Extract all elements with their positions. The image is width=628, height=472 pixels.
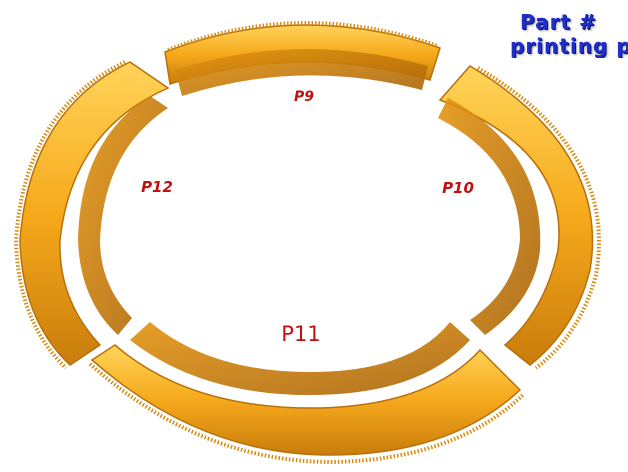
caption-line-2: printing p (510, 34, 628, 58)
segment-p10-inner (438, 98, 541, 335)
caption-line-1: Part # (520, 10, 597, 34)
track-segment-p12 (13, 60, 170, 370)
track-segment-p9 (164, 20, 441, 96)
segment-p11-outer (90, 344, 522, 456)
part-label-p11: P11 (281, 322, 320, 346)
segment-p12-inner (78, 96, 168, 335)
part-label-p9: P9 (294, 89, 314, 105)
segment-p9-groove (175, 48, 428, 96)
part-label-p12: P12 (141, 178, 173, 196)
track-segment-p10 (438, 65, 601, 370)
segment-p9-teeth (167, 20, 439, 52)
track-segment-p11 (88, 322, 526, 465)
segment-p11-inner (130, 322, 470, 395)
segment-p12-teeth (13, 60, 126, 370)
segment-p10-outer (438, 65, 594, 366)
segment-p11-teeth (88, 362, 526, 465)
segment-p12-outer (19, 61, 170, 366)
part-label-p10: P10 (442, 179, 474, 197)
